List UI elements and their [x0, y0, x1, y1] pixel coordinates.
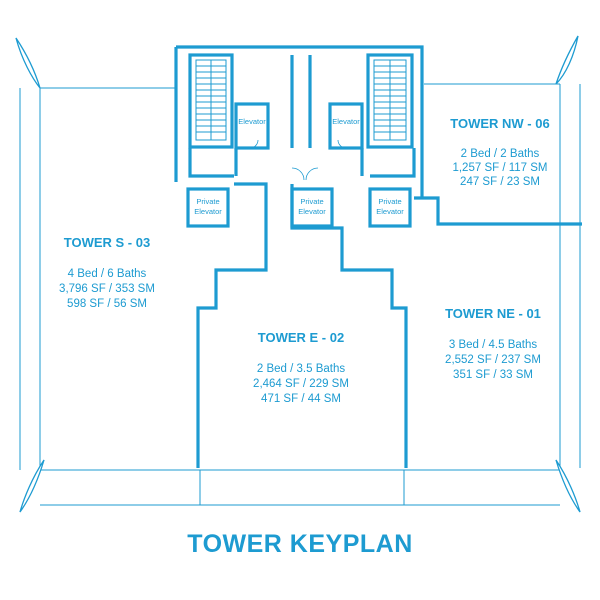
unit-nw06-name: TOWER NW - 06	[450, 116, 549, 131]
private-elevator-3-line2: Elevator	[376, 207, 404, 216]
unit-nw06-beds: 2 Bed / 2 Baths	[461, 148, 540, 160]
private-elevator-3-line1: Private	[378, 197, 401, 206]
fin-bottom-right	[555, 459, 581, 513]
private-elevator-2-line1: Private	[300, 197, 323, 206]
unit-nw06-area: 1,257 SF / 117 SM	[452, 162, 547, 174]
fin-bottom-left	[19, 459, 45, 513]
unit-e02-terrace: 471 SF / 44 SM	[261, 393, 341, 405]
thin-walls	[40, 83, 560, 89]
private-elevator-1-line1: Private	[196, 197, 219, 206]
page-title: TOWER KEYPLAN	[187, 530, 413, 558]
stairs-left	[195, 59, 227, 141]
door-swings	[249, 139, 347, 181]
unit-e02-name: TOWER E - 02	[258, 330, 344, 345]
unit-s03-beds: 4 Bed / 6 Baths	[68, 268, 147, 280]
unit-nw06-terrace: 247 SF / 23 SM	[460, 176, 540, 188]
unit-ne01-beds: 3 Bed / 4.5 Baths	[449, 339, 537, 351]
unit-e02[interactable]: TOWER E - 02 2 Bed / 3.5 Baths 2,464 SF …	[253, 330, 349, 405]
unit-ne01-area: 2,552 SF / 237 SM	[445, 354, 541, 366]
fin-top-left	[15, 37, 41, 89]
unit-s03-area: 3,796 SF / 353 SM	[59, 283, 155, 295]
private-elevator-1-line2: Elevator	[194, 207, 222, 216]
unit-ne01-name: TOWER NE - 01	[445, 306, 541, 321]
unit-e02-area: 2,464 SF / 229 SM	[253, 378, 349, 390]
structural-walls	[174, 45, 582, 468]
elevator-right-label: Elevator	[332, 117, 360, 126]
unit-ne01-terrace: 351 SF / 33 SM	[453, 369, 533, 381]
unit-e02-beds: 2 Bed / 3.5 Baths	[257, 363, 345, 375]
unit-s03-terrace: 598 SF / 56 SM	[67, 298, 147, 310]
elevator-left-label: Elevator	[238, 117, 266, 126]
floor-plan: Elevator Elevator Private Elevator Priva…	[15, 35, 582, 513]
fin-top-right	[555, 35, 579, 85]
unit-ne01[interactable]: TOWER NE - 01 3 Bed / 4.5 Baths 2,552 SF…	[445, 306, 541, 381]
unit-s03-name: TOWER S - 03	[64, 235, 150, 250]
private-elevator-2-line2: Elevator	[298, 207, 326, 216]
terrace-outline	[19, 83, 581, 506]
stairs-right	[373, 59, 407, 141]
unit-s03[interactable]: TOWER S - 03 4 Bed / 6 Baths 3,796 SF / …	[59, 235, 155, 310]
unit-nw06[interactable]: TOWER NW - 06 2 Bed / 2 Baths 1,257 SF /…	[450, 116, 549, 188]
